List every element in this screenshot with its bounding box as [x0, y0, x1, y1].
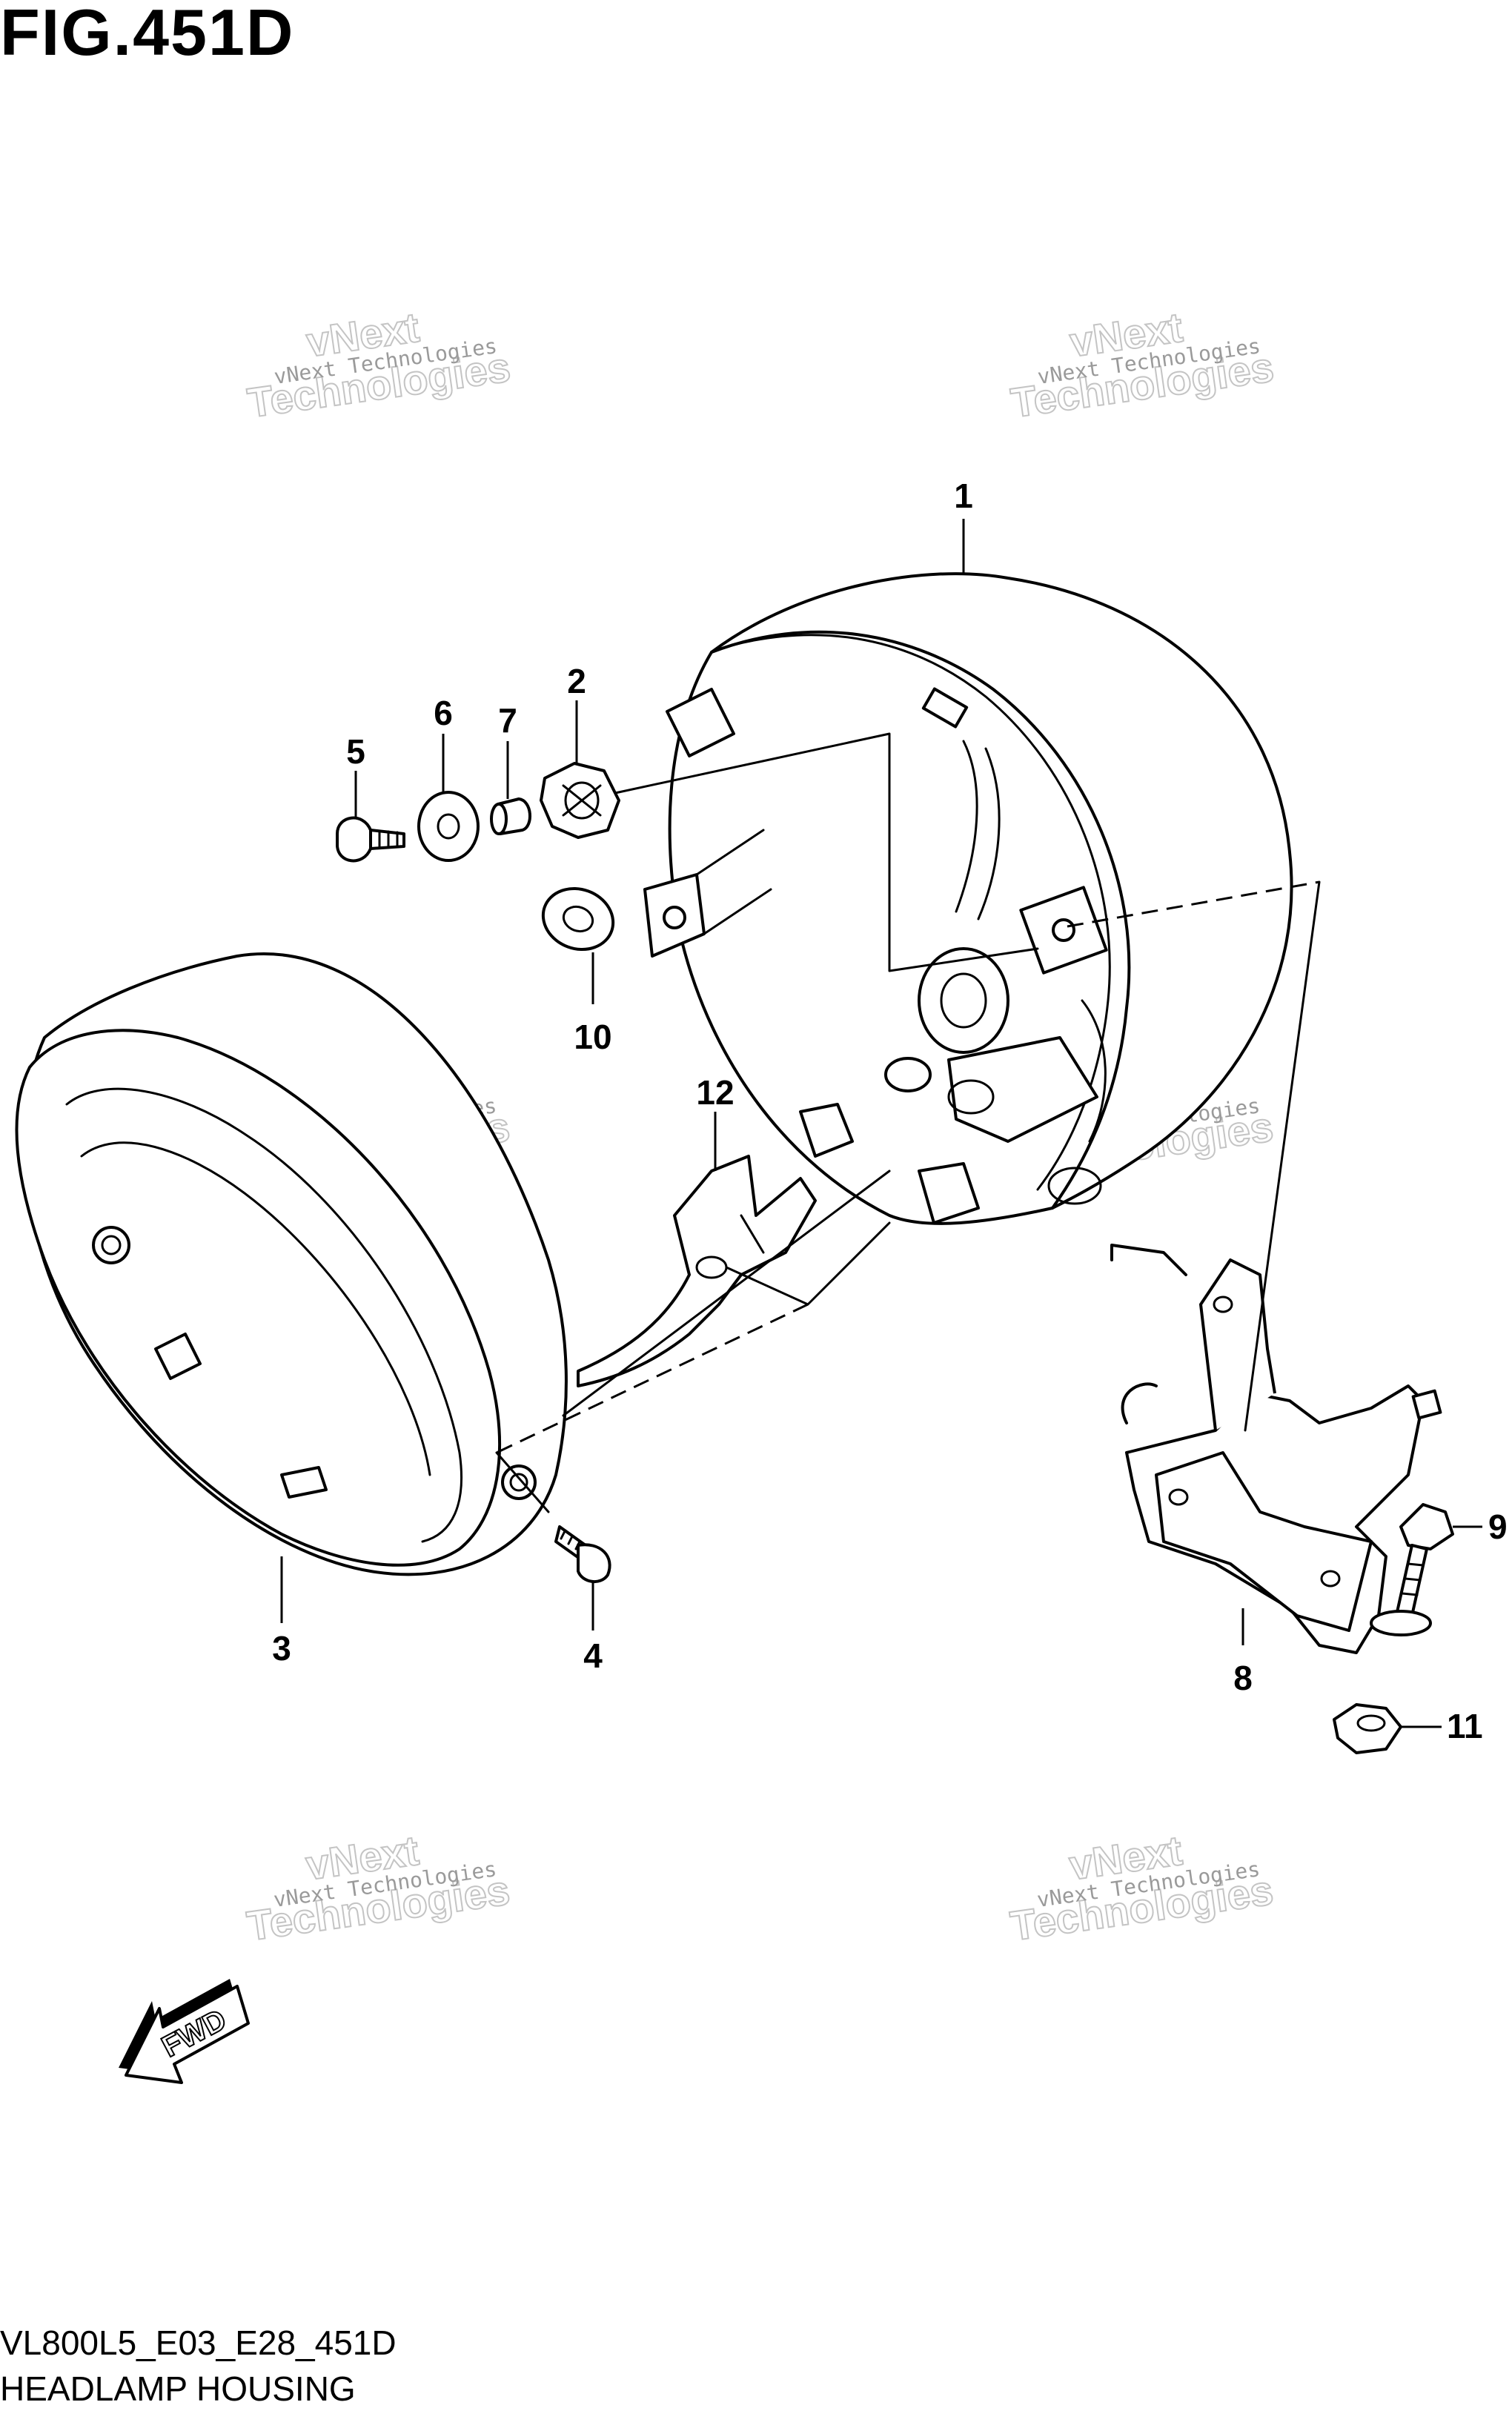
callout-5: 5 — [346, 732, 365, 771]
part-headlamp-housing — [643, 572, 1293, 1225]
callout-4: 4 — [583, 1636, 603, 1675]
watermark-bottom-right: vNext Technologies vNext Technologies — [1007, 1826, 1276, 1950]
part-rim-screw — [554, 1525, 611, 1583]
model-code: VL800L5_E03_E28_451D — [0, 2323, 397, 2362]
part-washer — [417, 791, 480, 862]
part-bracket-nut — [1333, 1703, 1402, 1754]
callout-11: 11 — [1447, 1707, 1483, 1745]
figure-caption: HEADLAMP HOUSING — [0, 2369, 356, 2408]
part-grommet — [541, 886, 615, 952]
part-nut — [540, 762, 620, 839]
watermark-bottom-left: vNext Technologies vNext Technologies — [243, 1826, 513, 1950]
assembly-lines — [495, 732, 1321, 1513]
callout-12: 12 — [696, 1073, 734, 1112]
callout-1: 1 — [954, 477, 973, 515]
callout-10: 10 — [574, 1018, 611, 1056]
callout-2: 2 — [567, 662, 586, 700]
part-headlamp-bracket — [1110, 1244, 1442, 1654]
figure-title: FIG.451D — [0, 0, 295, 69]
part-bolt — [336, 816, 405, 863]
part-collar — [490, 797, 532, 835]
callout-7: 7 — [498, 701, 517, 740]
callout-8: 8 — [1233, 1659, 1253, 1697]
part-headlamp-rim — [15, 952, 568, 1576]
callout-9: 9 — [1488, 1507, 1508, 1546]
watermark-top-left: vNext Technologies vNext Technologies — [244, 303, 514, 427]
callout-6: 6 — [434, 694, 453, 732]
part-inner-bracket — [577, 1155, 817, 1387]
watermark-top-right: vNext Technologies vNext Technologies — [1007, 303, 1277, 427]
fwd-arrow-icon: FWD — [119, 1979, 250, 2084]
callout-leaders — [280, 519, 1482, 1728]
callout-labels: 1 2 3 4 5 6 7 8 9 10 11 12 — [272, 477, 1507, 1745]
part-bracket-bolt — [1370, 1503, 1454, 1636]
callout-3: 3 — [272, 1629, 291, 1668]
